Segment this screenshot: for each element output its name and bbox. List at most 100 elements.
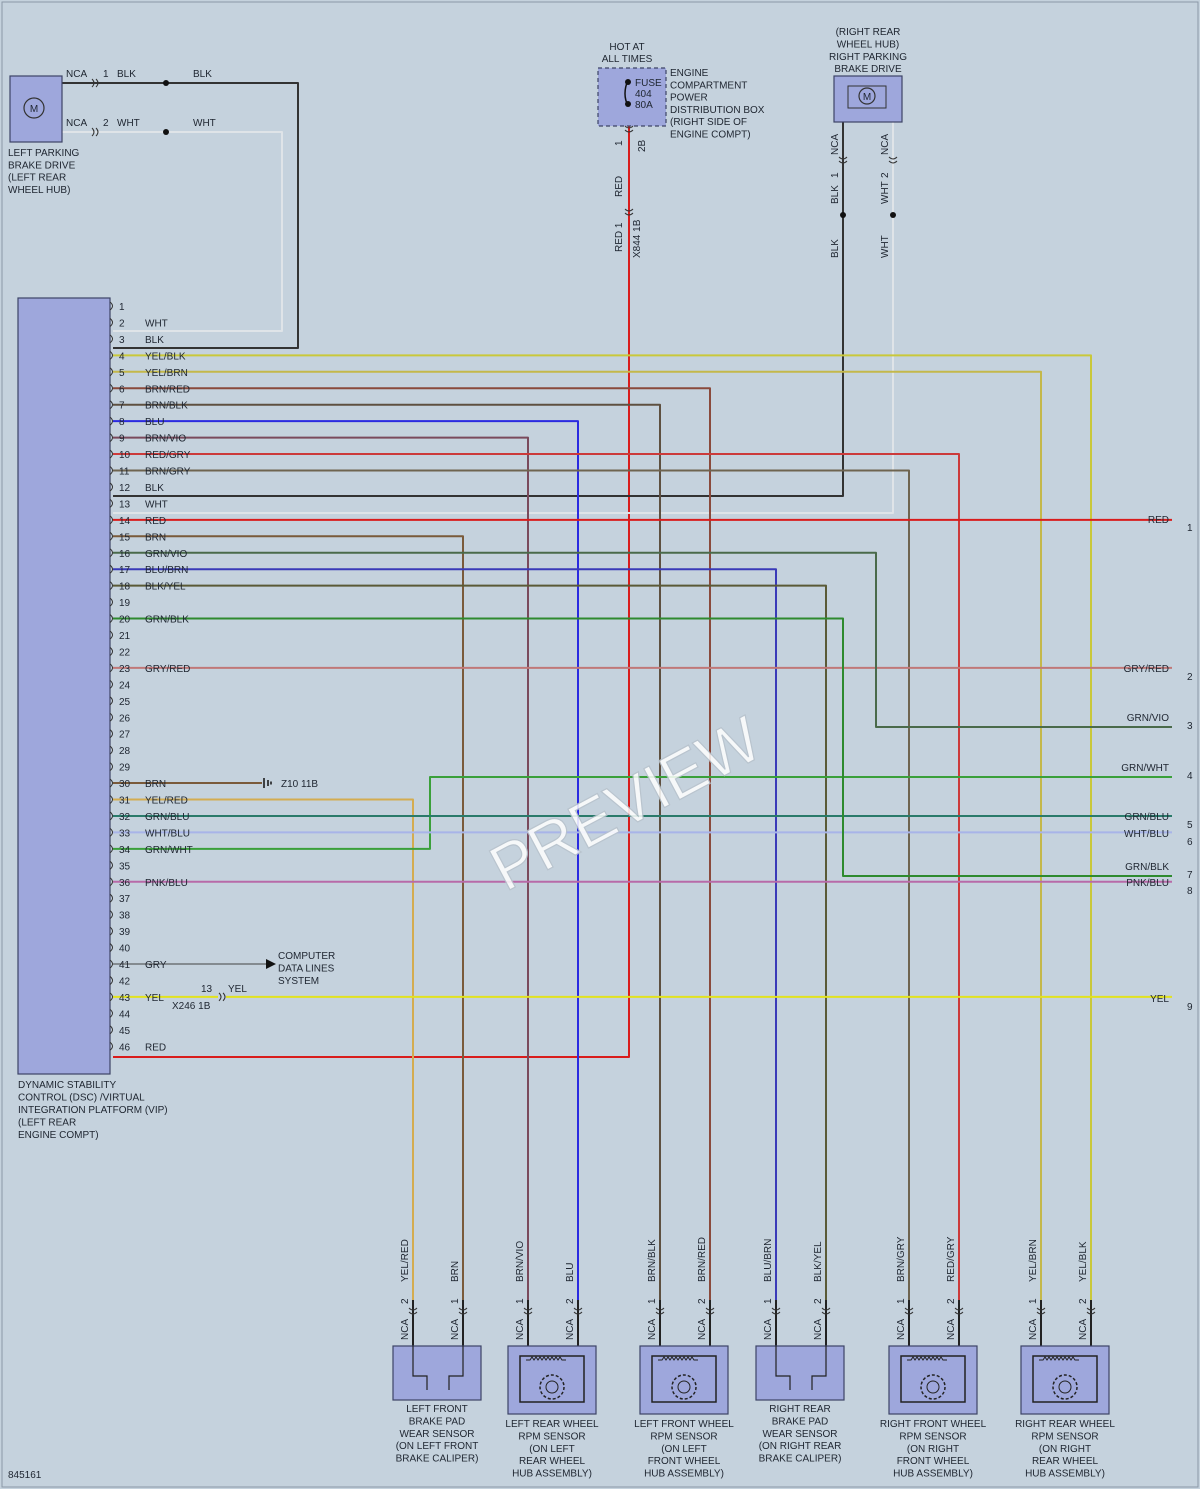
brake-pad-sensor-box [392,1345,482,1401]
dsc-pin-mark [109,383,113,393]
rpm-sensor-housing [651,1355,717,1403]
pin-number: 2 [813,1298,824,1304]
wire-blk-right-brake [113,122,844,497]
dsc-pin-wire-label: GRN/VIO [145,549,187,560]
dsc-pin-number: 12 [119,483,131,494]
pin-nca-label: NCA [813,1319,824,1340]
wire-color-label: BLU/BRN [763,1239,774,1282]
right-parking-brake-label: (RIGHT REAR [836,27,901,38]
sensor-label: REAR WHEEL [1032,1456,1099,1467]
splice-dot [840,212,846,218]
sensor-label: BRAKE CALIPER) [759,1454,842,1465]
dsc-pin-number: 21 [119,631,131,642]
sensor-label: (ON RIGHT REAR [759,1441,842,1452]
wire-wht-left-brake [62,131,283,332]
dsc-pin-mark [109,893,113,903]
splice-dot [163,129,169,135]
dsc-pin-number: 29 [119,763,131,774]
dsc-pin-number: 3 [119,335,125,346]
dsc-pin-mark [109,926,113,936]
exit-number: 8 [1187,886,1193,897]
dsc-pin-mark [109,910,113,920]
exit-number: 5 [1187,820,1193,831]
dsc-pin-mark [109,630,113,640]
dsc-pin-mark [109,943,113,952]
dsc-pin-number: 10 [119,450,131,461]
dsc-pin-number: 11 [119,467,130,478]
dsc-pin-mark [109,597,113,607]
motor-label: M [30,104,38,115]
sensor-wire [113,584,827,1300]
fuse-pin-id: 2B [637,139,648,152]
dsc-pin-number: 19 [119,598,131,609]
wire-color-label: YEL/RED [400,1239,411,1282]
sensor-label: RIGHT REAR [769,1404,831,1415]
dsc-pin-number: 43 [119,993,131,1004]
dsc-pin-wire-label: BRN/RED [145,384,190,395]
connector-pin [218,992,226,1002]
dsc-pin-number: 34 [119,845,131,856]
dsc-pin-number: 27 [119,730,131,741]
exit-number: 1 [1187,523,1193,534]
sensor-label: FRONT WHEEL [897,1456,970,1467]
sensor-wire [113,568,777,1300]
wire-color-label: BRN/VIO [515,1241,526,1282]
power-distribution-label: DISTRIBUTION BOX [670,105,765,116]
brake-pad-sensor-box [755,1345,845,1401]
wire-color-label: WHT [880,181,891,204]
exit-number: 2 [1187,672,1193,683]
exit-wire-label: RED [1148,515,1169,526]
dsc-pin-number: 30 [119,779,131,790]
dsc-pin-mark [109,367,113,377]
splice-dot [890,212,896,218]
dsc-pin-number: 25 [119,697,131,708]
wire-color-label: BRN/GRY [896,1236,907,1282]
dsc-pin-mark [109,449,113,459]
sensor-label: HUB ASSEMBLY) [512,1469,592,1480]
connector-pin [904,1307,914,1315]
dsc-pin-mark [109,1041,113,1051]
hot-at-all-times-label: HOT AT [609,42,644,53]
dsc-pin-mark [109,712,113,722]
dsc-pin-number: 23 [119,664,131,675]
dsc-pin-number: 9 [119,434,125,445]
dsc-pin-mark [109,663,113,673]
dsc-pin-number: 44 [119,1009,131,1020]
sensor-wire [113,403,661,1300]
dsc-pin-number: 33 [119,828,131,839]
dsc-pin-number: 8 [119,417,125,428]
exit-number: 4 [1187,771,1193,782]
dsc-module-label: ENGINE COMPT) [18,1130,99,1141]
fuse-label: FUSE [635,78,662,89]
dsc-module-label: DYNAMIC STABILITY [18,1080,116,1091]
dsc-pin-mark [109,350,113,360]
dsc-pin-number: 38 [119,911,131,922]
rpm-tone-ring [671,1374,697,1400]
pin-nca-label: NCA [946,1319,957,1340]
dsc-pin-number: 4 [119,351,125,362]
dsc-pin-mark [109,679,113,689]
pin-nca-label: NCA [1028,1319,1039,1340]
rpm-tone-ring-inner [545,1380,559,1394]
rpm-sensor-coil [658,1356,698,1361]
motor-housing [847,85,887,109]
wire-color-label: WHT [880,235,891,258]
dsc-pin-wire-label: BRN/GRY [145,467,191,478]
pin-number: 1 [763,1298,774,1304]
connector-pin-number: 13 [201,984,213,995]
dsc-pin-number: 6 [119,384,125,395]
dsc-pin-wire-label: BLU/BRN [145,565,188,576]
sensor-label: BRAKE PAD [409,1416,466,1427]
exit-wire-label: PNK/BLU [1126,878,1169,889]
dsc-pin-wire-label: GRN/WHT [145,845,193,856]
fuse-pin-number: 1 [614,140,625,146]
exit-wire-label: GRN/VIO [1127,713,1169,724]
pin-nca-label: NCA [400,1319,411,1340]
power-distribution-label: POWER [670,93,708,104]
dsc-pin-wire-label: BLK [145,483,164,494]
pin-number: 2 [103,118,109,129]
pin-nca-label: NCA [697,1319,708,1340]
exit-number: 7 [1187,870,1193,881]
